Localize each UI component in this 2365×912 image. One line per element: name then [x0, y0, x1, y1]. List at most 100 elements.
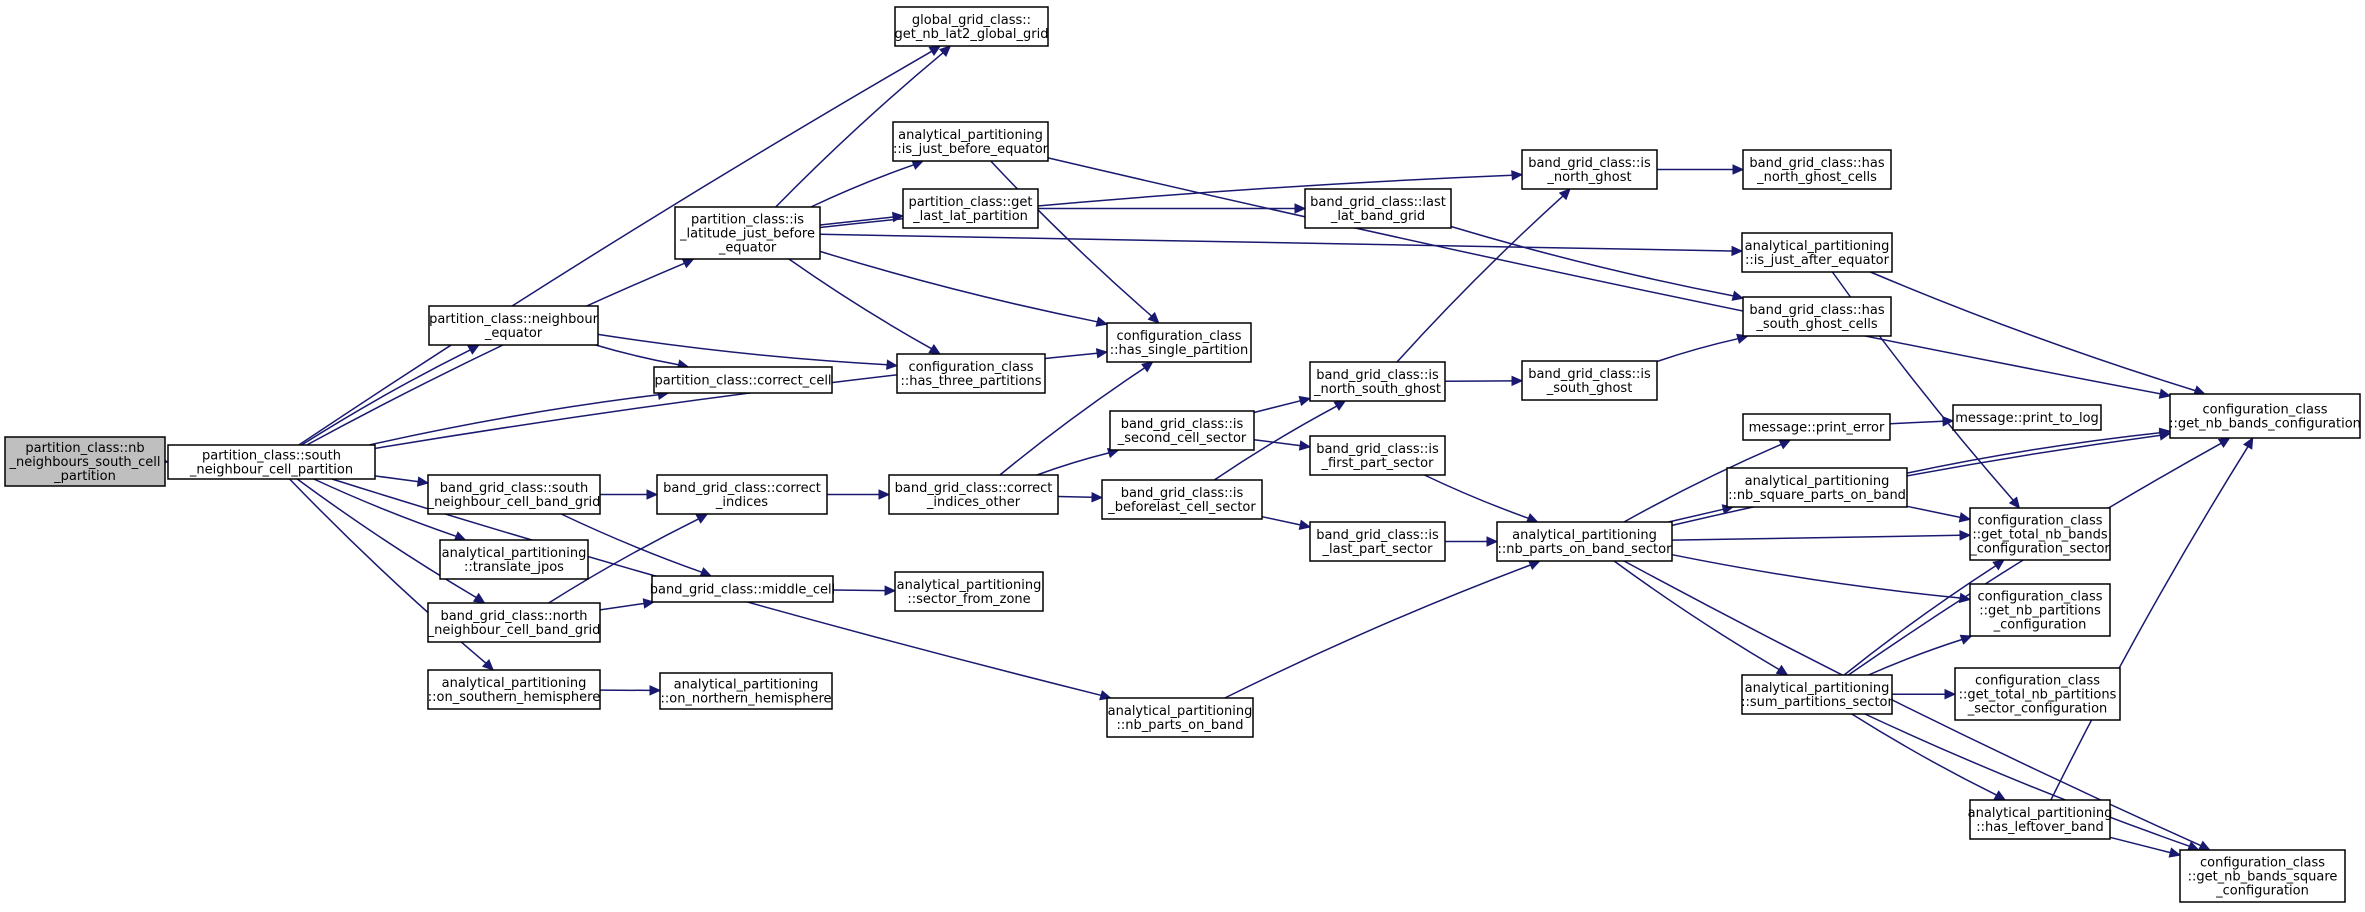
arrowhead — [467, 344, 480, 355]
node-msg-print-error[interactable]: message::print_error — [1742, 413, 1891, 441]
node-box — [1106, 322, 1252, 363]
arrowhead — [2008, 496, 2021, 509]
edge-line — [788, 258, 932, 350]
arrowhead — [1731, 290, 1745, 301]
edge-line — [1906, 431, 2161, 474]
node-cc-single[interactable]: configuration_class::has_single_partitio… — [1106, 322, 1252, 363]
node-pc-correct-cell[interactable]: partition_class::correct_cell — [653, 366, 833, 394]
node-ap-north-hemi[interactable]: analytical_partitioning::on_northern_hem… — [659, 672, 833, 710]
node-bgc-beforelast[interactable]: band_grid_class::is_beforelast_cell_sect… — [1101, 479, 1263, 520]
edge-line — [306, 262, 685, 446]
node-box — [1309, 521, 1446, 562]
node-label-line: _north_ghost_cells — [1756, 170, 1877, 185]
node-south-ncp[interactable]: partition_class::south_neighbour_cell_pa… — [167, 444, 376, 480]
edge-line — [1868, 638, 1963, 676]
node-ap-nb-parts-sector[interactable]: analytical_partitioning::nb_parts_on_ban… — [1496, 521, 1673, 562]
edge-line — [560, 513, 703, 573]
node-label-line: ::get_nb_bands_configuration — [2169, 417, 2361, 432]
node-root[interactable]: partition_class::nb_neighbours_south_cel… — [4, 436, 166, 487]
node-bgc-has-north[interactable]: band_grid_class::has_north_ghost_cells — [1742, 149, 1892, 190]
arrowhead — [646, 489, 659, 500]
node-cc-nb-partitions[interactable]: configuration_class::get_nb_partitions_c… — [1969, 583, 2111, 637]
arrowhead — [1095, 316, 1109, 327]
node-cc-total-bands-sector[interactable]: configuration_class::get_total_nb_bands_… — [1969, 507, 2111, 561]
arrowhead — [884, 585, 897, 596]
edge-bgc-last-lat-to-bgc-has-south — [1450, 225, 1745, 301]
node-cc-total-partitions-sector[interactable]: configuration_class::get_total_nb_partit… — [1954, 667, 2121, 721]
node-bgc-north-ghost[interactable]: band_grid_class::is_north_ghost — [1521, 149, 1658, 190]
node-label-line: _indices_other — [926, 495, 1021, 510]
node-box — [1304, 188, 1452, 229]
node-label-line: band_grid_class::is — [1316, 528, 1439, 543]
edge-south-ncp-to-bgc-south-nbg — [374, 475, 430, 487]
node-label-line: analytical_partitioning — [442, 546, 587, 561]
arrowhead — [939, 45, 952, 58]
node-box — [1742, 296, 1892, 337]
edge-bgc-correct-idx-to-bgc-correct-other — [827, 489, 891, 500]
node-label-line: analytical_partitioning — [1745, 474, 1890, 489]
node-ap-after-eq[interactable]: analytical_partitioning::is_just_after_e… — [1741, 232, 1893, 273]
node-bgc-has-south[interactable]: band_grid_class::has_south_ghost_cells — [1742, 296, 1892, 337]
node-bgc-second[interactable]: band_grid_class::is_second_cell_sector — [1109, 410, 1255, 451]
node-label-line: configuration_class — [1116, 329, 1241, 344]
node-ap-translate[interactable]: analytical_partitioning::translate_jpos — [439, 539, 589, 580]
node-bgc-last-part[interactable]: band_grid_class::is_last_part_sector — [1309, 521, 1446, 562]
edge-ap-nb-parts-sector-to-cc-nb-partitions — [1671, 553, 1972, 604]
node-pc-last-lat[interactable]: partition_class::get_last_lat_partition — [902, 188, 1039, 229]
arrowhead — [1298, 395, 1312, 407]
edge-ap-sum-sector-to-ap-leftover — [1851, 713, 2007, 801]
node-bgc-ns-ghost[interactable]: band_grid_class::is_north_south_ghost — [1309, 361, 1446, 402]
node-bgc-middle[interactable]: band_grid_class::middle_cell — [650, 575, 835, 603]
edge-ap-south-hemi-to-ap-north-hemi — [599, 685, 662, 696]
node-ap-sum-sector[interactable]: analytical_partitioning::sum_partitions_… — [1741, 674, 1894, 715]
arrowhead — [1959, 634, 1973, 645]
edge-ap-nb-square-to-cc-total-bands-sector — [1906, 505, 1972, 523]
node-ap-sector-zone[interactable]: analytical_partitioning::sector_from_zon… — [894, 571, 1044, 612]
edge-bgc-ns-ghost-to-bgc-north-ghost — [1396, 188, 1571, 363]
node-cc-three[interactable]: configuration_class::has_three_partition… — [896, 353, 1046, 394]
edge-bgc-north-nbg-to-bgc-middle — [599, 598, 656, 611]
node-pc-neigh-eq[interactable]: partition_class::neighbour_equator — [428, 305, 599, 346]
node-cc-nb-bands-square[interactable]: configuration_class::get_nb_bands_square… — [2179, 849, 2346, 903]
node-bgc-south-ghost[interactable]: band_grid_class::is_south_ghost — [1521, 360, 1658, 401]
node-bgc-south-nbg[interactable]: band_grid_class::south_neighbour_cell_ba… — [427, 474, 601, 515]
edge-line — [296, 478, 477, 599]
node-ap-nb-parts-band[interactable]: analytical_partitioning::nb_parts_on_ban… — [1106, 697, 1254, 738]
node-ap-nb-square[interactable]: analytical_partitioning::nb_square_parts… — [1726, 467, 1908, 508]
node-bgc-correct-idx[interactable]: band_grid_class::correct_indices — [656, 474, 828, 515]
node-label-line: analytical_partitioning — [897, 578, 1042, 593]
node-msg-print-log[interactable]: message::print_to_log — [1952, 404, 2102, 431]
node-label-line: ::is_just_after_equator — [1745, 253, 1890, 268]
node-box — [1969, 507, 2111, 561]
node-bgc-first-part[interactable]: band_grid_class::is_first_part_sector — [1309, 435, 1446, 476]
node-box — [894, 571, 1044, 612]
node-bgc-north-nbg[interactable]: band_grid_class::north_neighbour_cell_ba… — [427, 602, 601, 643]
node-bgc-last-lat[interactable]: band_grid_class::last_lat_band_grid — [1304, 188, 1452, 229]
node-box — [888, 474, 1059, 515]
node-bgc-correct-other[interactable]: band_grid_class::correct_indices_other — [888, 474, 1059, 515]
edge-pc-is-lat-to-ap-after-eq — [819, 233, 1744, 257]
node-label-line: analytical_partitioning — [674, 678, 819, 693]
node-pc-is-lat[interactable]: partition_class::is_latitude_just_before… — [674, 206, 821, 260]
edge-line — [1396, 195, 1564, 363]
arrowhead — [2217, 437, 2231, 449]
node-box — [2179, 849, 2346, 903]
node-ap-before-eq[interactable]: analytical_partitioning::is_just_before_… — [892, 121, 1049, 162]
node-ap-south-hemi[interactable]: analytical_partitioning::on_southern_hem… — [427, 669, 601, 710]
edge-ap-before-eq-to-cc-single — [990, 160, 1160, 324]
edge-ap-nb-parts-sector-to-cc-nb-bands-square — [1623, 560, 2211, 851]
node-global-nb[interactable]: global_grid_class::get_nb_lat2_global_gr… — [894, 6, 1049, 47]
edge-ap-before-eq-to-cc-nb-bands — [1047, 157, 2172, 399]
node-cc-nb-bands[interactable]: configuration_class::get_nb_bands_config… — [2169, 393, 2361, 439]
node-box — [659, 672, 833, 710]
arrowhead — [1486, 536, 1499, 547]
node-label-line: configuration_class — [2202, 403, 2327, 418]
arrowhead — [416, 476, 430, 487]
node-ap-leftover[interactable]: analytical_partitioning::has_leftover_ba… — [1968, 799, 2113, 840]
arrowhead — [1732, 164, 1745, 175]
node-label-line: band_grid_class::is — [1316, 442, 1439, 457]
node-label-line: _second_cell_sector — [1117, 431, 1247, 446]
edge-line — [1450, 225, 1734, 297]
node-label-line: _lat_band_grid — [1330, 209, 1425, 224]
arrowhead — [928, 343, 942, 355]
